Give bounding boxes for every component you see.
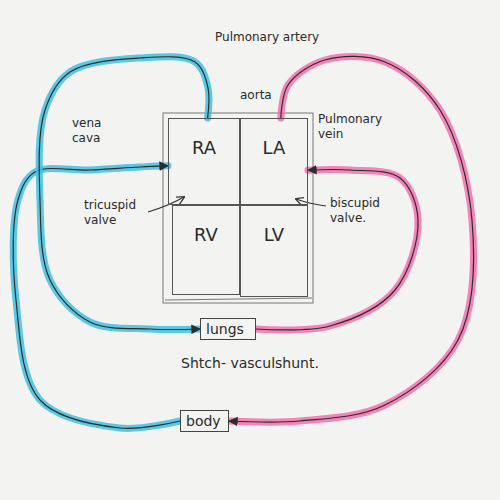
highlighter-stroke — [256, 170, 418, 330]
vessel-connector — [256, 170, 418, 330]
vessel-label: aorta — [240, 88, 276, 103]
node-text: body — [186, 413, 223, 429]
heart-chamber: RV — [172, 205, 240, 295]
heart-chamber: RA — [168, 118, 240, 205]
vessel-label: Pulmonary artery — [215, 30, 325, 45]
organ-box: body — [180, 410, 229, 432]
valve-label: tricuspid valve — [84, 198, 150, 228]
pen-stroke — [256, 170, 418, 330]
organ-box: lungs — [200, 318, 256, 340]
node-text: RV — [173, 206, 239, 245]
heart-chamber: LA — [240, 118, 308, 205]
node-text: LA — [241, 119, 307, 158]
node-text: lungs — [206, 321, 250, 337]
valve-label: biscupid valve. — [330, 196, 392, 226]
pen-stroke — [39, 57, 209, 330]
vessel-label: vena cava — [72, 116, 128, 146]
highlighter-stroke — [39, 57, 209, 330]
heart-chamber: LV — [240, 205, 308, 297]
vessel-connector — [39, 57, 209, 330]
sketch-stroke — [165, 298, 312, 300]
node-text: RA — [169, 119, 239, 158]
vessel-label: Pulmonary vein — [318, 112, 393, 142]
node-text: LV — [241, 206, 307, 245]
heart-outline — [163, 113, 313, 303]
note-text: Shtch- vasculshunt. — [150, 356, 350, 371]
